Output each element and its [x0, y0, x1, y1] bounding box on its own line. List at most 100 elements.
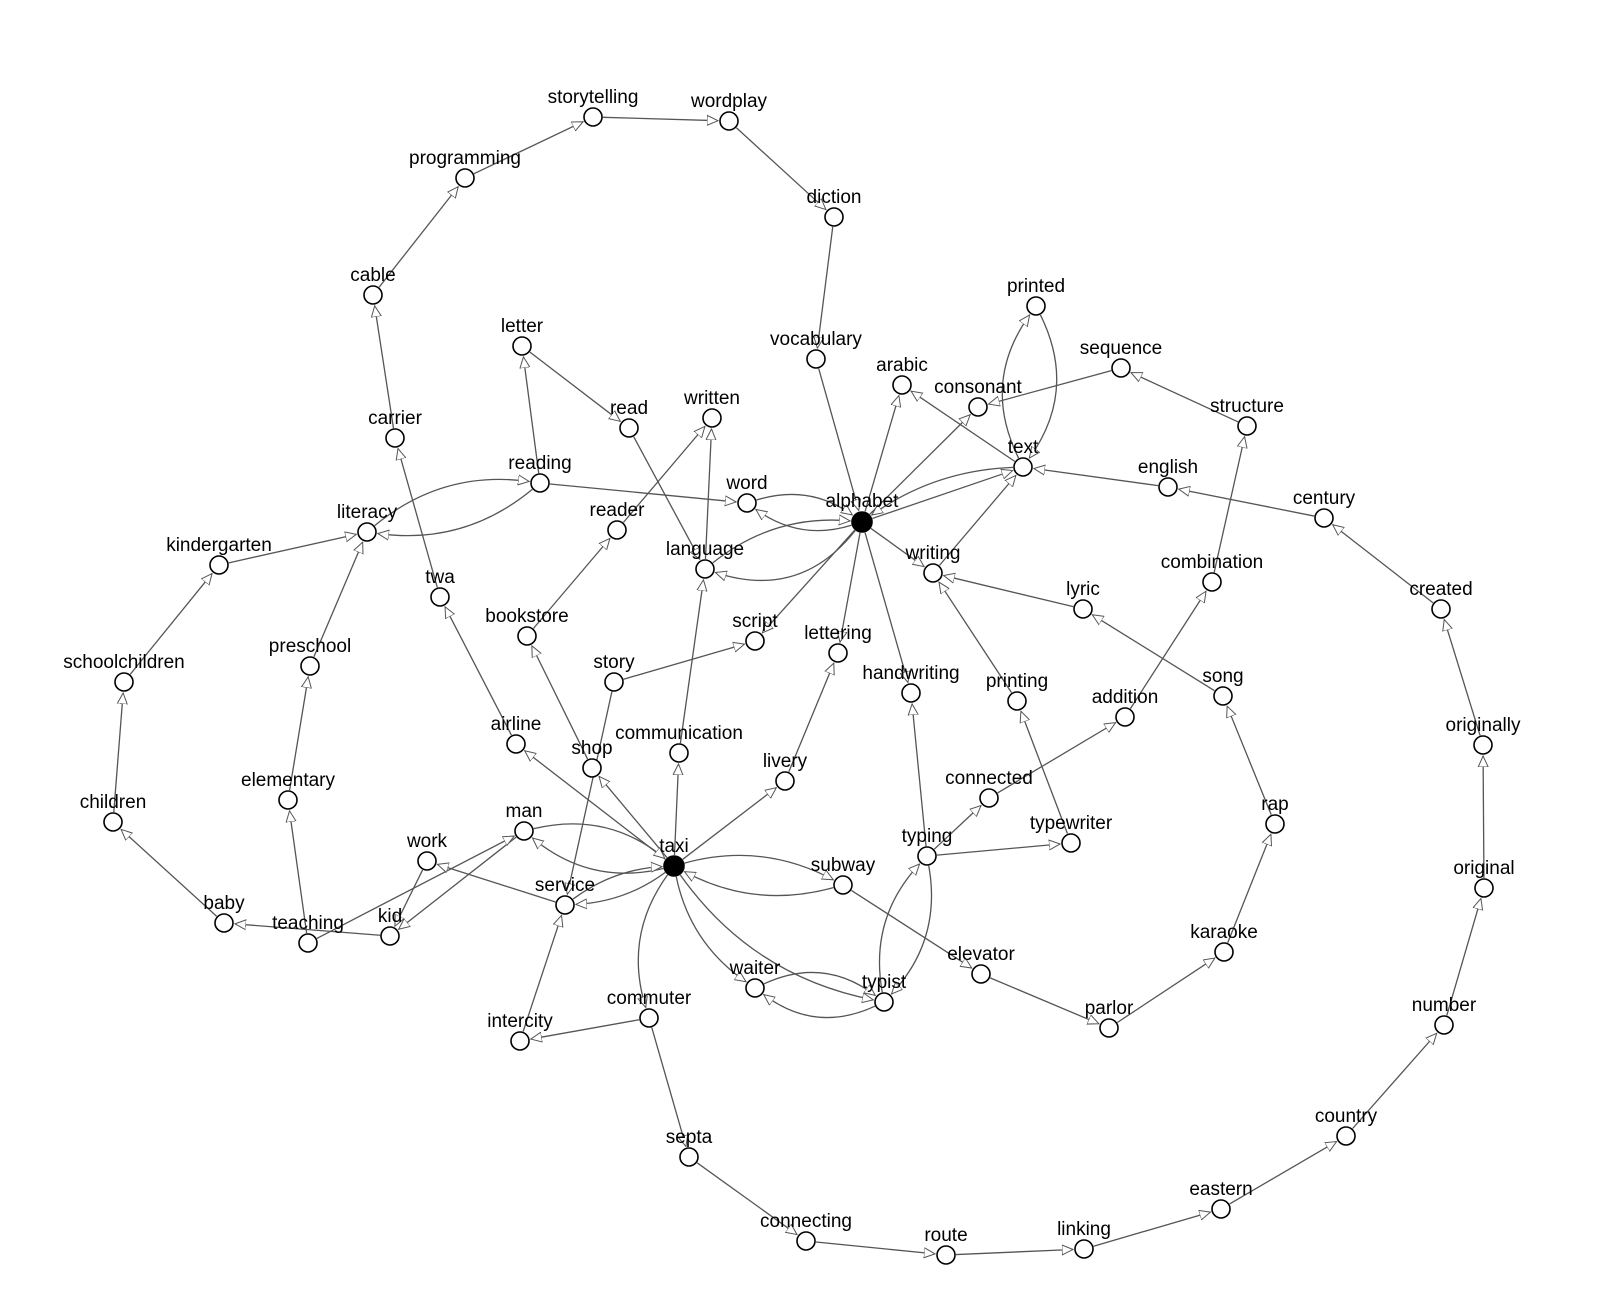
edge-taxi-to-subway	[684, 854, 834, 881]
node-label-reading: reading	[508, 453, 571, 474]
edge-waiter-to-typist	[763, 971, 875, 995]
edge-typist-to-typing	[878, 864, 919, 993]
node-label-children: children	[80, 792, 147, 813]
edge-teaching-to-man	[316, 835, 514, 939]
node-original	[1474, 878, 1494, 898]
edge-sequence-to-consonant	[989, 370, 1112, 404]
node-script	[745, 631, 765, 651]
node-children	[103, 812, 123, 832]
edge-alphabet-to-word	[756, 509, 852, 532]
edge-taxi-to-man	[532, 838, 664, 874]
edge-text-to-printed	[1001, 315, 1029, 459]
node-label-story: story	[593, 652, 635, 673]
edge-read-to-language	[633, 436, 700, 560]
edge-kid-to-baby	[235, 924, 381, 936]
node-label-airline: airline	[491, 714, 542, 735]
edge-reading-to-letter	[523, 357, 540, 474]
edge-service-to-taxi	[572, 867, 662, 900]
edge-literacy-to-reading	[374, 479, 529, 527]
node-label-work: work	[406, 831, 448, 852]
node-read	[619, 418, 639, 438]
edge-commuter-to-septa	[651, 1027, 686, 1147]
node-label-karaoke: karaoke	[1190, 922, 1258, 943]
node-song	[1213, 686, 1233, 706]
node-teaching	[298, 933, 318, 953]
edge-alphabet-to-arabic	[864, 396, 899, 512]
node-label-schoolchildren: schoolchildren	[63, 652, 184, 673]
node-typewriter	[1061, 833, 1081, 853]
edge-typing-to-typewriter	[936, 844, 1060, 856]
edge-communication-to-language	[679, 580, 703, 744]
node-label-programming: programming	[409, 148, 521, 169]
edge-teaching-to-elementary	[290, 811, 308, 934]
node-parlor	[1099, 1018, 1119, 1038]
node-story	[604, 672, 624, 692]
edge-kindergarten-to-literacy	[228, 534, 357, 564]
node-wordplay	[719, 111, 739, 131]
node-alphabet	[851, 511, 873, 533]
edge-story-to-script	[623, 644, 745, 680]
node-label-arabic: arabic	[876, 355, 928, 376]
node-label-bookstore: bookstore	[485, 606, 568, 627]
edge-man-to-kid	[399, 836, 517, 929]
edge-combination-to-structure	[1213, 437, 1244, 573]
node-label-english: english	[1138, 457, 1198, 478]
node-label-storytelling: storytelling	[548, 87, 639, 108]
edge-elevator-to-parlor	[989, 977, 1099, 1024]
node-written	[702, 408, 722, 428]
edge-connecting-to-route	[815, 1241, 935, 1254]
edge-children-to-schoolchildren	[113, 693, 123, 813]
edge-airline-to-twa	[444, 607, 512, 736]
node-reading	[530, 473, 550, 493]
node-label-addition: addition	[1092, 687, 1159, 708]
edge-printing-to-writing	[939, 582, 1013, 693]
edge-text-to-arabic	[911, 391, 1016, 462]
node-lettering	[828, 643, 848, 663]
edge-man-to-taxi	[533, 823, 665, 858]
node-commuter	[639, 1008, 659, 1028]
node-label-alphabet: alphabet	[826, 491, 900, 512]
node-label-lettering: lettering	[804, 623, 872, 644]
edge-baby-to-children	[121, 829, 218, 917]
node-label-created: created	[1409, 579, 1472, 600]
node-kindergarten	[209, 555, 229, 575]
node-printing	[1007, 691, 1027, 711]
node-sequence	[1111, 358, 1131, 378]
edge-typewriter-to-printing	[1021, 711, 1069, 834]
edge-carrier-to-cable	[375, 306, 395, 429]
edge-english-to-text	[1034, 469, 1159, 487]
node-created	[1431, 599, 1451, 619]
node-label-man: man	[506, 801, 543, 822]
edge-karaoke-to-rap	[1227, 834, 1271, 943]
node-reader	[607, 520, 627, 540]
node-schoolchildren	[114, 672, 134, 692]
edge-taxi-to-service	[576, 872, 666, 905]
edge-reader-to-written	[622, 426, 704, 523]
node-communication	[669, 743, 689, 763]
node-consonant	[968, 397, 988, 417]
node-label-eastern: eastern	[1189, 1179, 1252, 1200]
node-label-taxi: taxi	[659, 836, 689, 857]
edge-alphabet-to-text	[872, 471, 1012, 520]
edge-alphabet-to-handwriting	[864, 532, 908, 683]
node-septa	[679, 1147, 699, 1167]
node-subway	[833, 875, 853, 895]
edge-subway-to-taxi	[685, 871, 834, 897]
edge-route-to-linking	[955, 1249, 1073, 1254]
edge-preschool-to-literacy	[313, 542, 363, 658]
node-typing	[917, 846, 937, 866]
node-label-livery: livery	[763, 751, 808, 772]
node-arabic	[892, 375, 912, 395]
node-language	[695, 559, 715, 579]
node-label-printed: printed	[1007, 276, 1065, 297]
node-label-language: language	[666, 539, 744, 560]
node-work	[417, 851, 437, 871]
node-label-literacy: literacy	[337, 502, 398, 523]
node-storytelling	[583, 107, 603, 127]
edge-programming-to-storytelling	[473, 121, 583, 175]
edge-work-to-kid	[394, 869, 424, 926]
node-label-century: century	[1293, 488, 1356, 509]
edge-taxi-to-typist	[679, 874, 873, 1000]
node-airline	[506, 734, 526, 754]
